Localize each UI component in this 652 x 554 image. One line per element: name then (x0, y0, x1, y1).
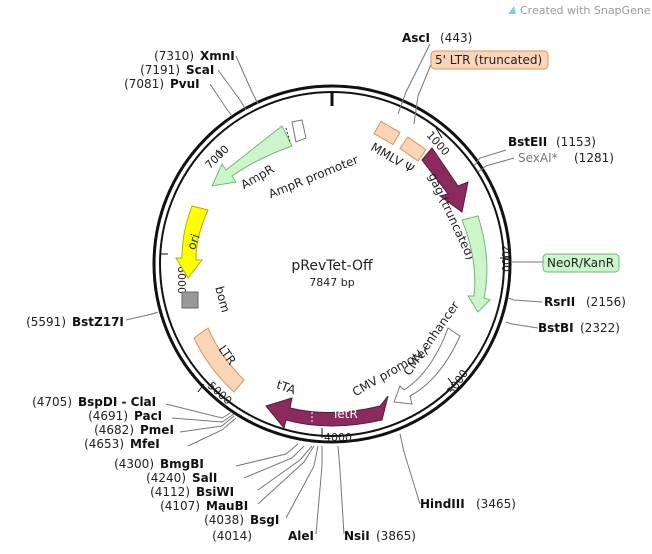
snapgene-logo-icon (508, 6, 516, 14)
site-pos-hindiii: (3465) (476, 497, 516, 511)
site-name-hindiii[interactable]: HindIII (420, 497, 465, 511)
boxed-feature-labels: 5' LTR (truncated) NeoR/KanR (430, 50, 620, 273)
feature-ori-arrow[interactable] (175, 205, 209, 279)
site-pos-bspdi-clai: (4705) (32, 395, 72, 409)
site-pos-mfei: (4653) (84, 437, 124, 451)
site-name-sali[interactable]: SalI (192, 471, 217, 485)
feature-gag-arrow[interactable] (421, 147, 469, 213)
site-name-bmgbi[interactable]: BmgBI (160, 457, 204, 471)
feature-label-bom: bom (212, 285, 232, 314)
site-pos-ascl: (443) (440, 31, 472, 45)
site-pos-pmei: (4682) (94, 423, 134, 437)
site-name-bsgi[interactable]: BsgI (250, 513, 279, 527)
feature-bom-box[interactable] (181, 291, 199, 309)
site-pos-bsiwi: (4112) (150, 485, 190, 499)
site-name-nsii[interactable]: NsiI (344, 529, 370, 543)
site-name-paci[interactable]: PacI (134, 409, 162, 423)
site-name-bstbi[interactable]: BstBI (538, 321, 574, 335)
leader-lines (125, 43, 544, 535)
feature-cmv-arrow[interactable] (393, 327, 461, 405)
tick-4000: 4000 (324, 431, 352, 444)
feature-tetr-arrow[interactable] (265, 395, 389, 430)
neor-kanr-label-box[interactable] (542, 253, 620, 273)
site-name-bsiwi[interactable]: BsiWI (196, 485, 234, 499)
site-pos-nsii: (3865) (376, 529, 416, 543)
site-pos-paci: (4691) (88, 409, 128, 423)
snapgene-branding: Created with SnapGene® (508, 4, 652, 17)
site-name-alei[interactable]: AleI (288, 529, 314, 543)
site-name-bspdi-clai[interactable]: BspDI - ClaI (78, 395, 156, 409)
feature-label-tetr: TetR (331, 407, 358, 421)
site-name-bstz17i[interactable]: BstZ17I (72, 315, 124, 329)
ltr-truncated-label: 5' LTR (truncated) (435, 53, 542, 67)
site-name-pvui[interactable]: PvuI (170, 77, 200, 91)
site-pos-maubi: (4107) (160, 499, 200, 513)
site-name-maubi[interactable]: MauBI (206, 499, 248, 513)
site-name-ascl[interactable]: AscI (402, 31, 430, 45)
site-pos-bsgi: (4038) (204, 513, 244, 527)
site-pos-bstz17i: (5591) (26, 315, 66, 329)
feature-mmlv-psi-box-1[interactable] (373, 120, 401, 146)
site-pos-sexai: (1281) (574, 151, 614, 165)
feature-ampr-arrow[interactable] (211, 125, 293, 187)
features: MMLV Ψ gag (truncated) CMV enhancer CMV … (175, 119, 491, 430)
feature-mmlv-psi-box-2[interactable] (399, 136, 427, 162)
site-pos-sali: (4240) (146, 471, 186, 485)
backbone-outer-ring (152, 84, 512, 444)
site-name-rsrii[interactable]: RsrII (544, 295, 575, 309)
ampr-junction (285, 127, 291, 143)
feature-label-cmv-promoter: CMV promoter (350, 344, 432, 399)
site-name-xmni[interactable]: XmnI (200, 49, 235, 63)
restriction-sites: AscI (443) BstEII (1153) SexAI* (1281) R… (26, 31, 626, 543)
site-name-bsteii[interactable]: BstEII (508, 135, 547, 149)
site-pos-bstbi: (2322) (580, 321, 620, 335)
ltr-truncated-label-box[interactable] (430, 50, 549, 70)
site-name-scai[interactable]: ScaI (186, 63, 214, 77)
site-pos-pvui: (7081) (124, 77, 164, 91)
tick-2000: 2000 (499, 244, 512, 272)
feature-label-ori: ori (184, 232, 202, 251)
site-name-pmei[interactable]: PmeI (140, 423, 174, 437)
neor-kanr-label: NeoR/KanR (547, 256, 614, 270)
site-pos-alei: (4014) (212, 529, 252, 543)
feature-label-tta: tTA (275, 377, 299, 397)
plasmid-name: pRevTet-Off (291, 258, 373, 274)
feature-ampr-promoter[interactable] (291, 119, 307, 143)
feature-neor-arrow[interactable] (461, 215, 491, 313)
site-pos-bmgbi: (4300) (114, 457, 154, 471)
branding-text: Created with SnapGene® (520, 4, 652, 17)
site-name-mfei[interactable]: MfeI (130, 437, 160, 451)
site-pos-xmni: (7310) (154, 49, 194, 63)
feature-ltr-box[interactable] (193, 327, 245, 393)
plasmid-length: 7847 bp (309, 276, 354, 289)
site-pos-bsteii: (1153) (556, 135, 596, 149)
site-name-sexai[interactable]: SexAI* (518, 151, 558, 165)
feature-label-ampr-promoter: AmpR promoter (266, 152, 360, 201)
site-pos-scai: (7191) (140, 63, 180, 77)
site-pos-rsrii: (2156) (586, 295, 626, 309)
